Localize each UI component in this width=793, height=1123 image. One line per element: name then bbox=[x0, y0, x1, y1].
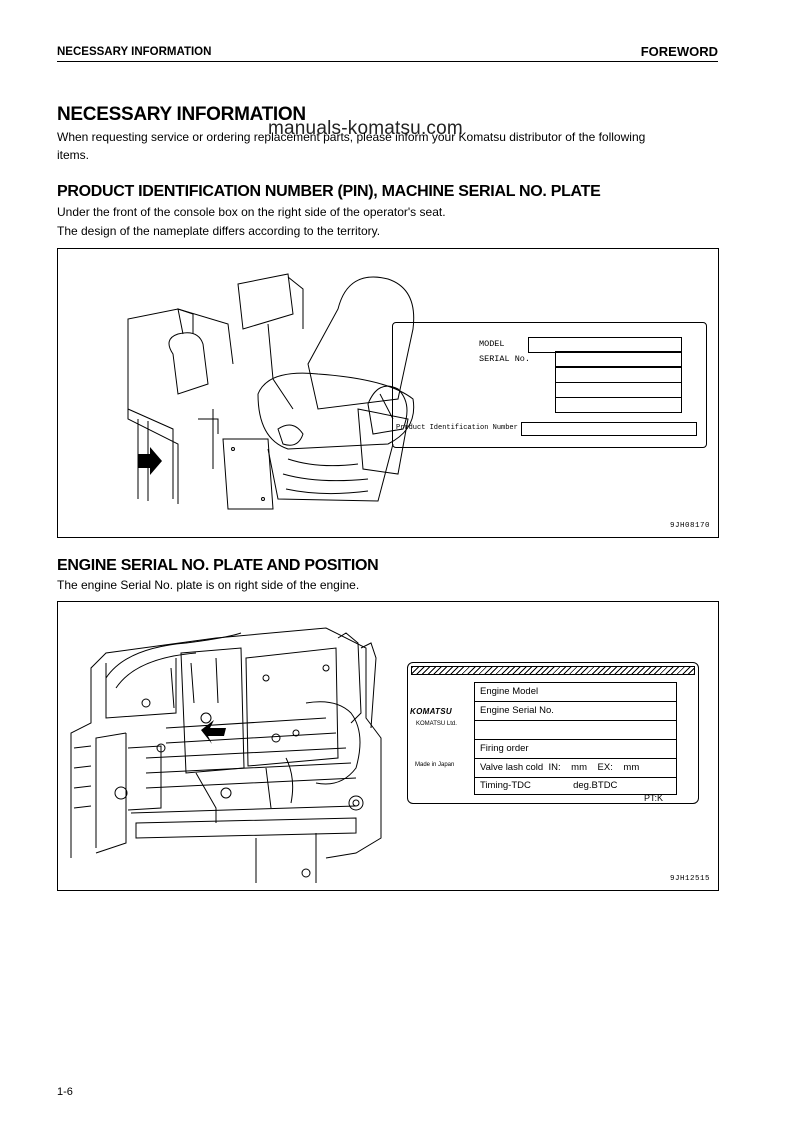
engine-plate-table: Engine Model Engine Serial No. Firing or… bbox=[474, 682, 677, 795]
intro-line-2: items. bbox=[57, 148, 90, 162]
pin-nameplate: MODEL SERIAL No. Product Identification … bbox=[392, 322, 707, 448]
komatsu-logo: KOMATSU bbox=[410, 707, 452, 716]
pin-figure-code: 9JH08170 bbox=[669, 522, 710, 530]
engine-model-row: Engine Model bbox=[475, 683, 676, 702]
page-title: NECESSARY INFORMATION bbox=[57, 104, 306, 125]
location-arrow-icon bbox=[138, 447, 162, 475]
pin-line-1: Under the front of the console box on th… bbox=[57, 205, 446, 219]
engine-blank-row bbox=[475, 721, 676, 740]
valve-lash-row: Valve lash cold IN: mm EX: mm bbox=[475, 759, 676, 778]
engine-location-arrow-icon bbox=[201, 720, 226, 744]
pin-figure-frame: MODEL SERIAL No. Product Identification … bbox=[57, 248, 719, 538]
model-label: MODEL bbox=[479, 339, 505, 349]
engine-line: The engine Serial No. plate is on right … bbox=[57, 578, 360, 592]
serial-label: SERIAL No. bbox=[479, 354, 531, 364]
pin-section-heading: PRODUCT IDENTIFICATION NUMBER (PIN), MAC… bbox=[57, 183, 601, 200]
operator-seat-illustration bbox=[127, 273, 415, 510]
pin-line-2: The design of the nameplate differs acco… bbox=[57, 224, 381, 238]
pin-field-box bbox=[521, 422, 697, 436]
serial-field-box-2 bbox=[555, 367, 682, 383]
firing-order-row: Firing order bbox=[475, 740, 676, 759]
engine-nameplate: KOMATSU KOMATSU Ltd. Made in Japan Engin… bbox=[407, 662, 699, 804]
pt-code: PT:K bbox=[644, 793, 664, 803]
serial-field-box-3 bbox=[555, 382, 682, 398]
watermark: manuals-komatsu.com bbox=[268, 118, 463, 139]
running-header-right: FOREWORD bbox=[640, 44, 718, 59]
running-header-left: NECESSARY INFORMATION bbox=[57, 46, 212, 58]
engine-figure-code: 9JH12515 bbox=[669, 875, 710, 883]
plate-hatch-strip bbox=[411, 666, 695, 675]
model-field-box bbox=[528, 337, 682, 353]
page-number: 1-6 bbox=[57, 1086, 73, 1098]
engine-serial-row: Engine Serial No. bbox=[475, 702, 676, 721]
serial-field-box-4 bbox=[555, 397, 682, 413]
serial-field-box-1 bbox=[555, 351, 682, 367]
header-rule bbox=[57, 61, 718, 62]
komatsu-ltd-text: KOMATSU Ltd. bbox=[416, 721, 457, 727]
made-in-japan-text: Made in Japan bbox=[415, 762, 455, 768]
intro-line-1: When requesting service or ordering repl… bbox=[57, 130, 646, 144]
engine-illustration bbox=[70, 627, 382, 883]
pin-label: Product Identification Number bbox=[396, 424, 518, 432]
timing-row: Timing-TDC deg.BTDC bbox=[480, 780, 618, 791]
engine-section-heading: ENGINE SERIAL NO. PLATE AND POSITION bbox=[57, 557, 379, 574]
engine-figure-frame: KOMATSU KOMATSU Ltd. Made in Japan Engin… bbox=[57, 601, 719, 891]
